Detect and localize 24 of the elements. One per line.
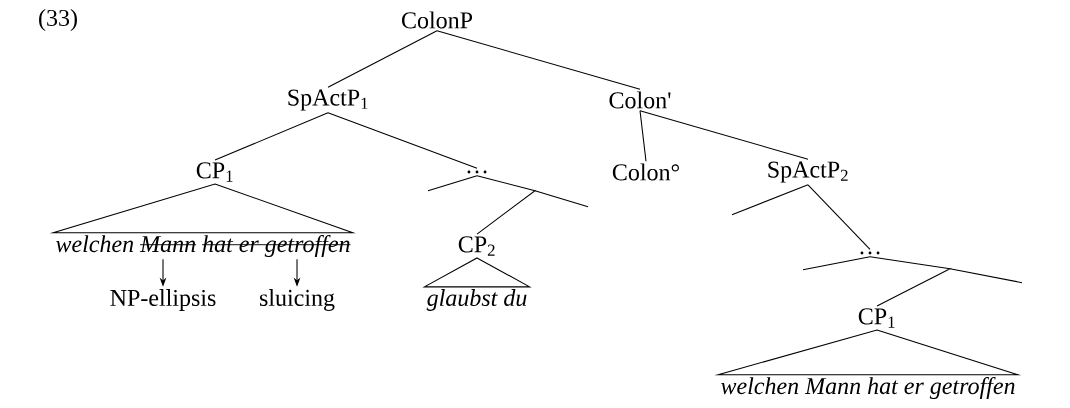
tree-label: … bbox=[860, 251, 880, 255]
tree-branch bbox=[639, 110, 809, 160]
tree-label: CP$_{2}$ bbox=[458, 236, 495, 256]
phrase-text: glaubst du bbox=[426, 289, 527, 311]
tree-branch bbox=[327, 30, 438, 88]
tree-label: Colon° bbox=[612, 163, 679, 181]
tree-label: CP$_{1}$ bbox=[196, 162, 233, 182]
tree-label: SpActP$_{1}$ bbox=[288, 89, 368, 111]
tree-label: SpActP$_{2}$ bbox=[768, 161, 848, 183]
tree-label: sluicing bbox=[260, 289, 335, 311]
tree-branch bbox=[807, 184, 871, 250]
phrase-text: welchen Mann hat er getroffen bbox=[721, 377, 1015, 399]
tree-label: CP$_{1}$ bbox=[858, 308, 895, 328]
tree-branch bbox=[436, 30, 641, 90]
tree-label: ColonP bbox=[402, 11, 473, 29]
tree-branch bbox=[869, 256, 952, 307]
tree-label: NP-ellipsis bbox=[110, 289, 216, 311]
tree-branch bbox=[639, 110, 647, 162]
tree-branch bbox=[214, 112, 329, 161]
tree-label: Colon' bbox=[609, 91, 671, 109]
tree-branch bbox=[327, 112, 478, 169]
tree-label: … bbox=[467, 170, 487, 174]
example-number: (33) bbox=[39, 9, 77, 31]
tree-branch bbox=[476, 175, 537, 235]
